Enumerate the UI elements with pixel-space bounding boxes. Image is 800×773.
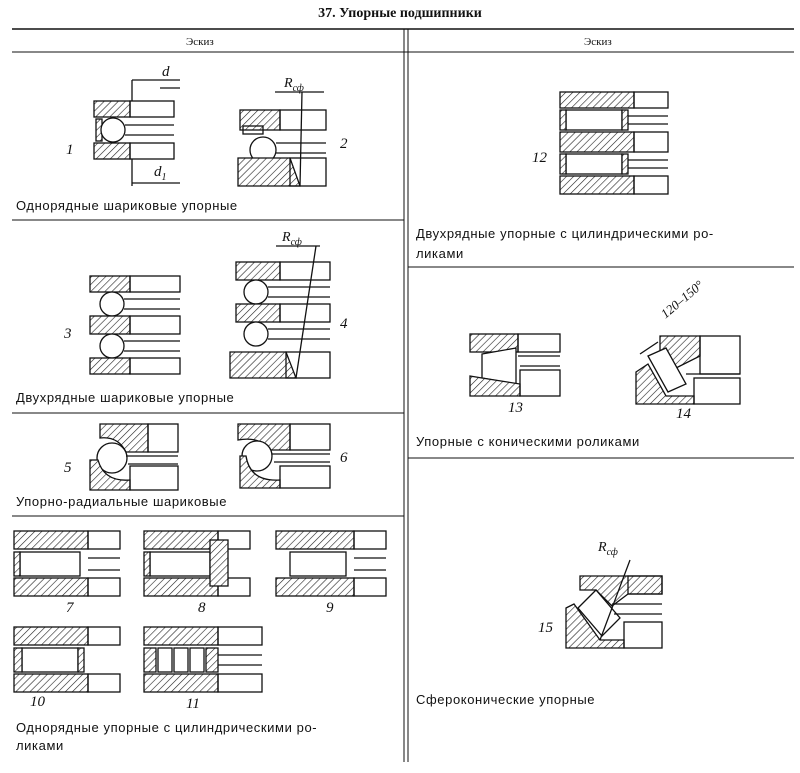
bearing-sketch-15 xyxy=(565,559,663,649)
bearing-sketch-7 xyxy=(13,530,121,597)
caption-double-row-cylindrical-2: ликами xyxy=(416,246,464,261)
bearing-sketch-8 xyxy=(143,530,251,597)
figure-number-7: 7 xyxy=(66,600,74,616)
figure-number-3: 3 xyxy=(64,326,72,342)
figure-number-2: 2 xyxy=(340,136,348,152)
column-header-right: Эскиз xyxy=(584,36,612,48)
bearing-sketch-12 xyxy=(559,91,669,195)
caption-angular-ball: Упорно-радиальные шариковые xyxy=(16,494,228,509)
figure-number-6: 6 xyxy=(340,450,348,466)
label-d: d xyxy=(162,64,170,80)
label-d1: d1 xyxy=(154,164,167,183)
page-title: 37. Упорные подшипники xyxy=(318,6,482,21)
bearing-sketch-2 xyxy=(237,91,327,187)
figure-number-9: 9 xyxy=(326,600,334,616)
bearing-sketch-14 xyxy=(635,335,741,405)
bearing-sketch-6 xyxy=(237,423,331,489)
caption-single-row-cylindrical-1: Однорядные упорные с цилиндрическими ро- xyxy=(16,720,318,735)
figure-number-1: 1 xyxy=(66,142,74,158)
bearing-sketch-3 xyxy=(89,275,181,375)
bearing-sketch-9 xyxy=(275,530,387,597)
figure-number-11: 11 xyxy=(186,696,200,712)
caption-tapered: Упорные с коническими роликами xyxy=(416,434,640,449)
figure-number-15: 15 xyxy=(538,620,553,636)
bearing-sketch-1 xyxy=(93,79,180,186)
figure-number-12: 12 xyxy=(532,150,547,166)
caption-spherical: Сфероконические упорные xyxy=(416,692,596,707)
figure-number-4: 4 xyxy=(340,316,348,332)
figure-number-14: 14 xyxy=(676,406,691,422)
caption-single-row-cylindrical-2: ликами xyxy=(16,738,64,753)
label-r-sphere-2: Rсф xyxy=(284,76,304,94)
bearing-sketch-13 xyxy=(469,333,561,397)
caption-double-row-ball: Двухрядные шариковые упорные xyxy=(16,390,235,405)
bearing-sketch-10 xyxy=(13,626,121,693)
bearing-sketch-4 xyxy=(229,245,331,379)
bearing-sketch-11 xyxy=(143,626,263,693)
figure-number-8: 8 xyxy=(198,600,206,616)
figure-number-13: 13 xyxy=(508,400,523,416)
caption-double-row-cylindrical-1: Двухрядные упорные с цилиндрическими ро- xyxy=(416,226,714,241)
label-r-sphere-4: Rсф xyxy=(282,230,302,248)
figure-number-10: 10 xyxy=(30,694,45,710)
caption-single-row-ball: Однорядные шариковые упорные xyxy=(16,198,238,213)
bearing-sketch-5 xyxy=(89,423,179,491)
label-r-sphere-15: Rсф xyxy=(598,540,618,558)
column-header-left: Эскиз xyxy=(186,36,214,48)
figure-number-5: 5 xyxy=(64,460,72,476)
